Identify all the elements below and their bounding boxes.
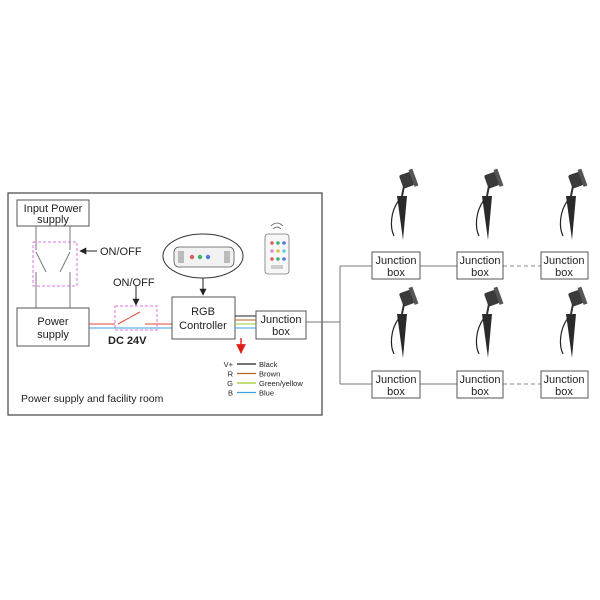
spike-light-icon-r2c1 [390, 286, 419, 358]
legend-name-0: Black [259, 360, 278, 369]
room-junction-box [255, 310, 307, 340]
junction-box-r1c3-label-1: Junction [544, 255, 585, 267]
junction-box-r2c1: Junction box [371, 370, 421, 399]
junction-box-r1c1: Junction box [371, 251, 421, 280]
controller-device [173, 246, 235, 268]
dc-switch-label: ON/OFF [113, 277, 155, 289]
junction-box-r2c3-label-1: Junction [544, 374, 585, 386]
main-switch-label: ON/OFF [100, 246, 142, 258]
junction-box-r2c2-label-2: box [471, 386, 489, 398]
room-junction-box-label-1: Junction [261, 314, 302, 326]
controller-led-blue-icon [205, 254, 211, 260]
junction-box-r2c1-label-2: box [387, 386, 405, 398]
spike-light-icon-r1c3 [559, 168, 588, 240]
junction-box-r2c1-label-1: Junction [376, 374, 417, 386]
input-power-supply-label-2: supply [37, 214, 69, 226]
rgb-controller-label-2: Controller [179, 320, 227, 332]
controller-terminal-right-icon [224, 251, 230, 263]
legend-pin-2: G [227, 379, 233, 388]
power-supply-box [16, 307, 90, 347]
junction-box-r1c3-label-2: box [555, 267, 573, 279]
junction-box-r1c2-label-2: box [471, 267, 489, 279]
controller-led-red-icon [189, 254, 195, 260]
junction-box-r1c1-label-1: Junction [376, 255, 417, 267]
rgb-controller-label-1: RGB [191, 306, 215, 318]
spike-light-icon-r2c2 [475, 286, 504, 358]
dc-switch-blade [117, 311, 141, 325]
rgb-controller-box [171, 296, 236, 340]
legend-name-2: Green/yellow [259, 379, 303, 388]
spike-lights [390, 168, 588, 358]
power-supply-label-1: Power [37, 316, 69, 328]
junction-box-r2c3-label-2: box [555, 386, 573, 398]
junction-box-r1c3: Junction box [540, 251, 589, 280]
spike-light-icon-r2c3 [559, 286, 588, 358]
input-power-supply-label-1: Input Power [24, 203, 83, 215]
legend-pin-1: R [228, 370, 234, 379]
input-power-supply-box [16, 199, 90, 227]
power-supply-label-2: supply [37, 329, 69, 341]
junction-box-r1c1-label-2: box [387, 267, 405, 279]
controller-terminal-left-icon [178, 251, 184, 263]
remote-control-icon [264, 222, 290, 275]
dc-voltage-label: DC 24V [108, 335, 147, 347]
junction-box-r1c2-label-1: Junction [460, 255, 501, 267]
junction-box-r2c2: Junction box [456, 370, 504, 399]
facility-room-frame [7, 192, 323, 416]
legend-pin-3: B [228, 389, 233, 398]
legend-pin-0: V+ [224, 360, 234, 369]
legend-name-3: Blue [259, 389, 274, 398]
junction-box-r1c2: Junction box [456, 251, 504, 280]
main-switch-box [32, 241, 78, 287]
spike-light-icon-r1c1 [390, 168, 419, 240]
junction-box-r2c2-label-1: Junction [460, 374, 501, 386]
room-junction-box-label-2: box [272, 326, 290, 338]
controller-led-green-icon [197, 254, 203, 260]
junction-box-r2c3: Junction box [540, 370, 589, 399]
main-switch-blade-left [35, 251, 47, 273]
facility-room-label: Power supply and facility room [21, 393, 164, 405]
dc-switch-box [114, 305, 158, 331]
main-switch-blade-right [59, 251, 71, 273]
legend-name-1: Brown [259, 370, 280, 379]
spike-light-icon-r1c2 [475, 168, 504, 240]
